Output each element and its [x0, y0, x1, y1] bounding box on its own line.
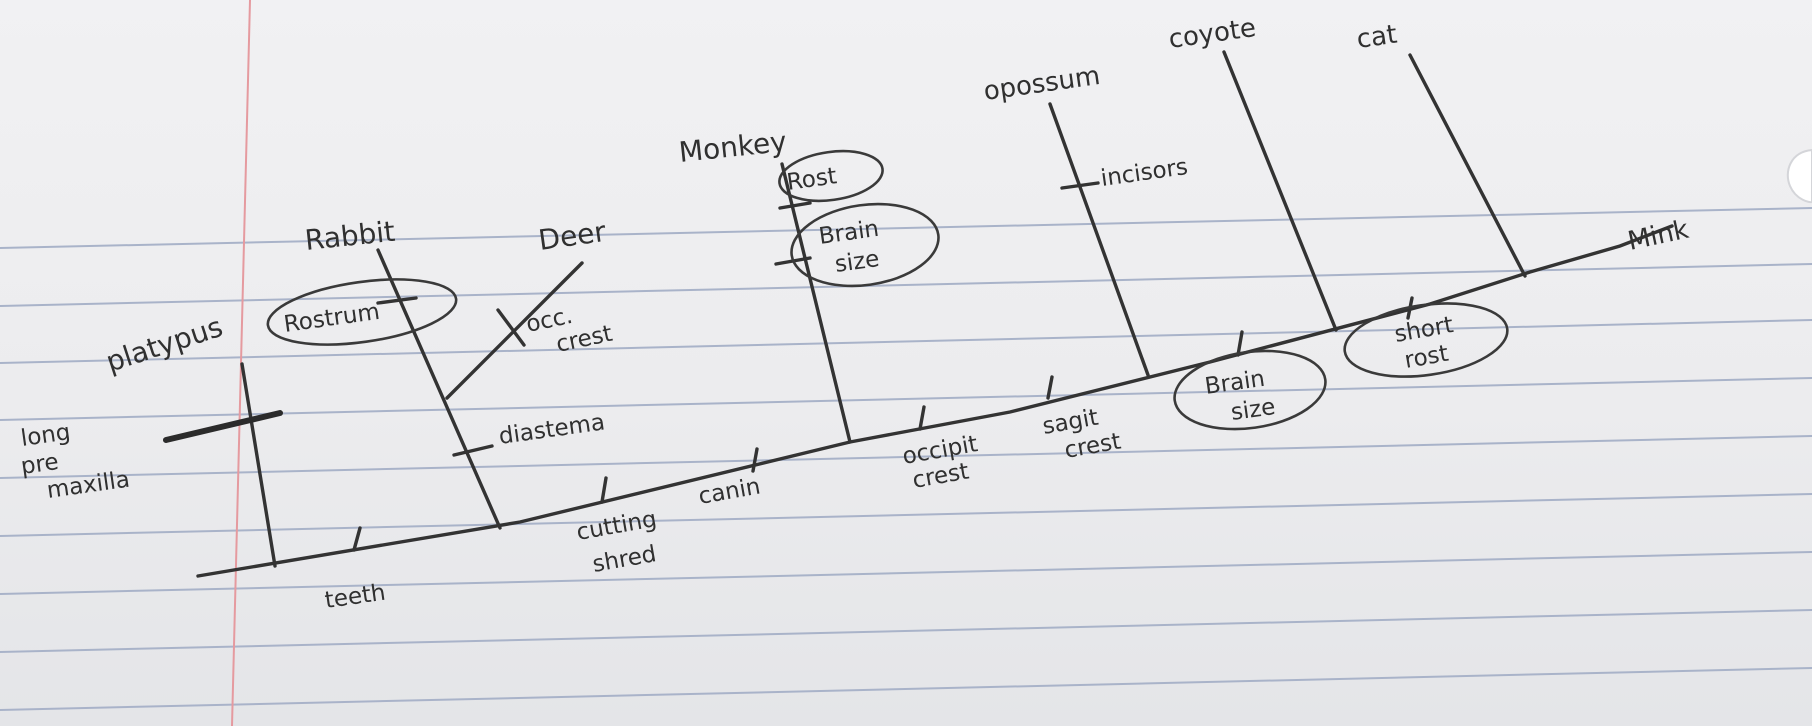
tick-rost [778, 201, 812, 210]
label-size-monkey: size [833, 246, 881, 278]
tick-occipit-crest [918, 405, 926, 431]
label-long: long [19, 419, 72, 452]
tick-teeth [352, 526, 362, 552]
branch-rabbit [376, 248, 502, 530]
label-pre: pre [19, 449, 60, 480]
tick-canine [751, 447, 759, 473]
label-opossum: opossum [982, 61, 1102, 107]
branch-cat [1408, 53, 1527, 278]
label-brain-monkey: Brain [817, 216, 880, 250]
label-rabbit: Rabbit [303, 215, 396, 257]
branch-opossum [1048, 102, 1150, 377]
label-teeth: teeth [323, 580, 387, 614]
tick-occ-crest-deer [496, 308, 526, 347]
binder-hole [1786, 148, 1812, 204]
label-brain: Brain [1203, 366, 1266, 400]
tick-sagit-crest [1046, 375, 1054, 400]
main-stem [196, 224, 1674, 578]
label-coyote: coyote [1167, 13, 1258, 55]
label-size: size [1229, 394, 1277, 426]
label-rostrum: Rostrum [282, 299, 381, 338]
label-platypus: platypus [102, 310, 227, 379]
branch-platypus [240, 362, 277, 568]
branch-monkey [780, 162, 852, 444]
circle-brain-size [1173, 349, 1327, 431]
label-cat: cat [1355, 20, 1399, 55]
label-rost: Rost [785, 163, 838, 196]
label-cutting: cutting [575, 506, 659, 546]
paper-rules [0, 207, 1812, 711]
tick-cutting-shred [600, 476, 608, 504]
circle-short-rost [1343, 302, 1509, 378]
tick-diastema [452, 444, 494, 457]
branch-coyote [1222, 50, 1338, 332]
tick-incisors [1060, 181, 1100, 190]
label-diastema: diastema [497, 409, 606, 450]
circle-rost [778, 149, 884, 203]
label-incisors: incisors [1099, 154, 1189, 192]
circle-brain-size-monkey [790, 202, 940, 288]
label-deer: Deer [536, 215, 608, 257]
tick-long-premaxilla [163, 410, 283, 443]
circle-rostrum [266, 278, 458, 346]
tick-brain-size [1236, 330, 1244, 357]
label-canine: canin [697, 473, 763, 509]
label-mink: Mink [1625, 215, 1691, 257]
tick-rostrum [376, 296, 418, 305]
label-shred: shred [591, 541, 659, 578]
label-monkey: Monkey [677, 125, 788, 169]
